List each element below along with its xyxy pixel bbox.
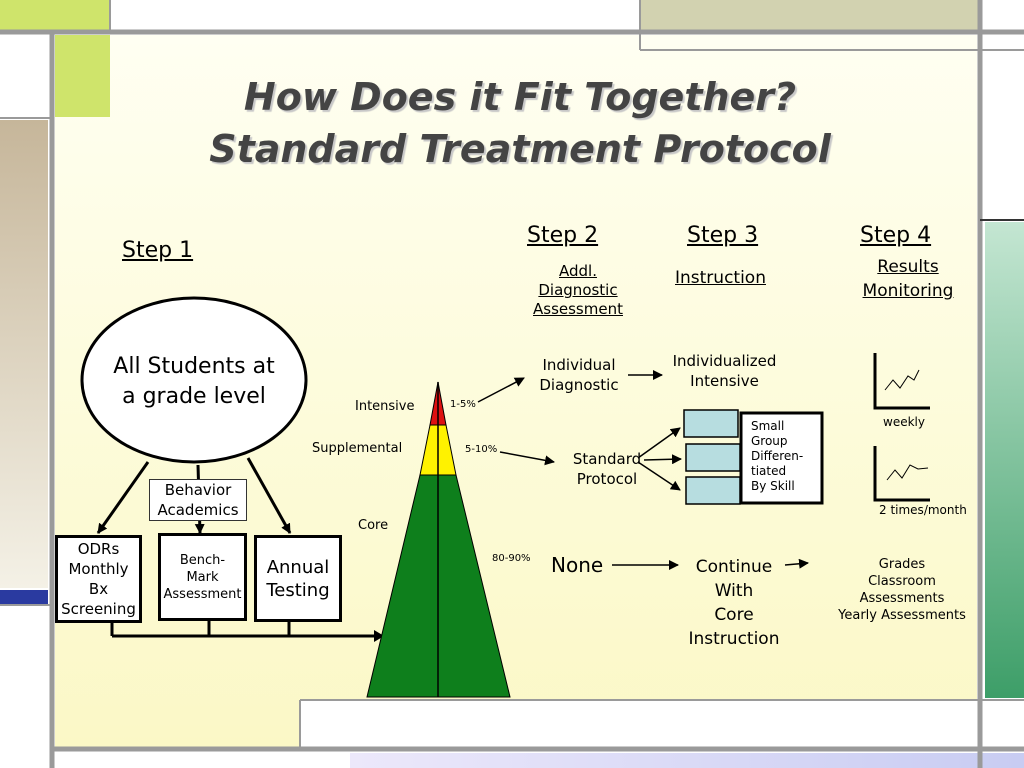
step-4-heading: Step 4: [860, 223, 932, 248]
slide-title-line-1: How Does it Fit Together?: [243, 75, 797, 119]
slide-title-line-2: Standard Treatment Protocol: [209, 127, 831, 171]
weekly-graph: [873, 353, 930, 410]
twice-month-label: 2 times/month: [879, 503, 967, 517]
tan-strip: [0, 120, 48, 588]
pct-intensive: 1-5%: [450, 399, 476, 410]
pct-core: 80-90%: [492, 553, 531, 564]
green-strip: [985, 222, 1024, 698]
step-3-subtitle: Instruction: [675, 268, 766, 288]
group-box-2: [685, 443, 741, 472]
tier-core-label: Core: [358, 518, 389, 533]
pct-supplemental: 5-10%: [465, 444, 498, 455]
lime-block: [0, 0, 110, 30]
tier-intensive-label: Intensive: [355, 399, 415, 414]
all-students-ellipse: [80, 296, 308, 464]
step-1-heading: Step 1: [122, 238, 194, 263]
twice-month-graph: [873, 446, 930, 502]
bottom-white-block: [300, 700, 977, 748]
tier-supplemental-label: Supplemental: [312, 441, 403, 456]
none-label: None: [551, 553, 604, 577]
navy-strip: [0, 590, 48, 604]
step-2-heading: Step 2: [527, 223, 599, 248]
weekly-label: weekly: [883, 415, 925, 429]
step-3-heading: Step 3: [687, 223, 759, 248]
khaki-block: [640, 0, 978, 32]
group-box-3: [685, 476, 741, 505]
group-box-1: [683, 409, 739, 438]
small-group-box: [739, 411, 824, 505]
lavender-strip: [350, 753, 1024, 768]
lime-block-2: [55, 35, 110, 117]
